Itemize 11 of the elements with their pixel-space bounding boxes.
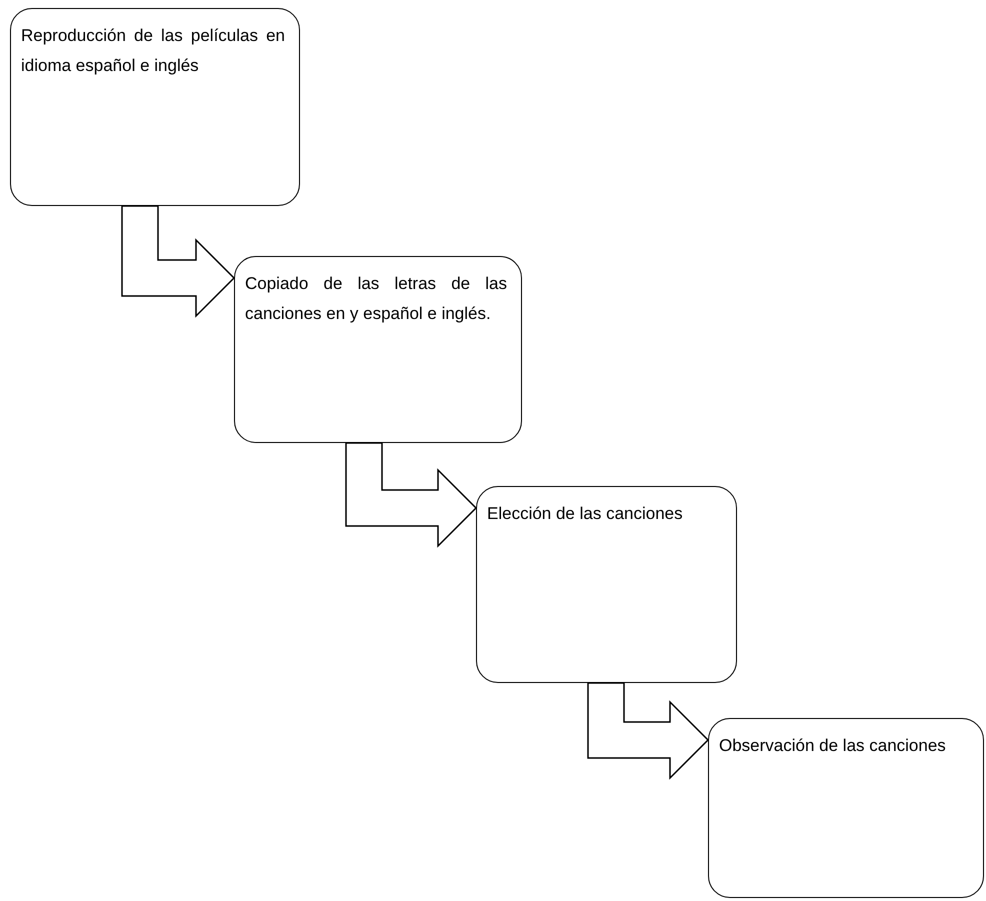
process-box [476,486,737,683]
process-box [708,718,984,898]
process-box [234,256,522,443]
bent-block-arrow [121,205,236,318]
step-text: Observación de las canciones [719,735,947,757]
process-box [10,8,300,206]
bent-block-arrow [345,442,478,548]
bent-block-arrow [587,682,710,780]
step-text: Elección de las canciones [487,503,684,525]
step-text: Copiado de las letras de las canciones en y español e inglés. [245,273,507,325]
step-text: Reproducción de las películas en idioma español e inglés [21,25,285,77]
